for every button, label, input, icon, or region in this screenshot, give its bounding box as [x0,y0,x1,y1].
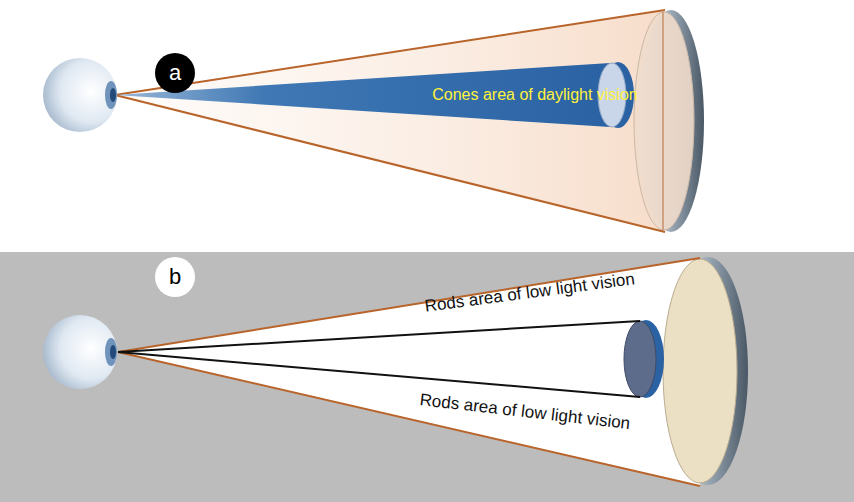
eyeball [43,315,117,389]
panel-ground [0,252,854,502]
panel-badge: a [155,53,195,93]
panel-letter: b [169,266,181,288]
panel-letter: a [169,62,181,84]
panel-badge: b [155,257,195,297]
eyeball [43,58,117,132]
cone-label: Cones area of daylight vision [432,86,637,104]
